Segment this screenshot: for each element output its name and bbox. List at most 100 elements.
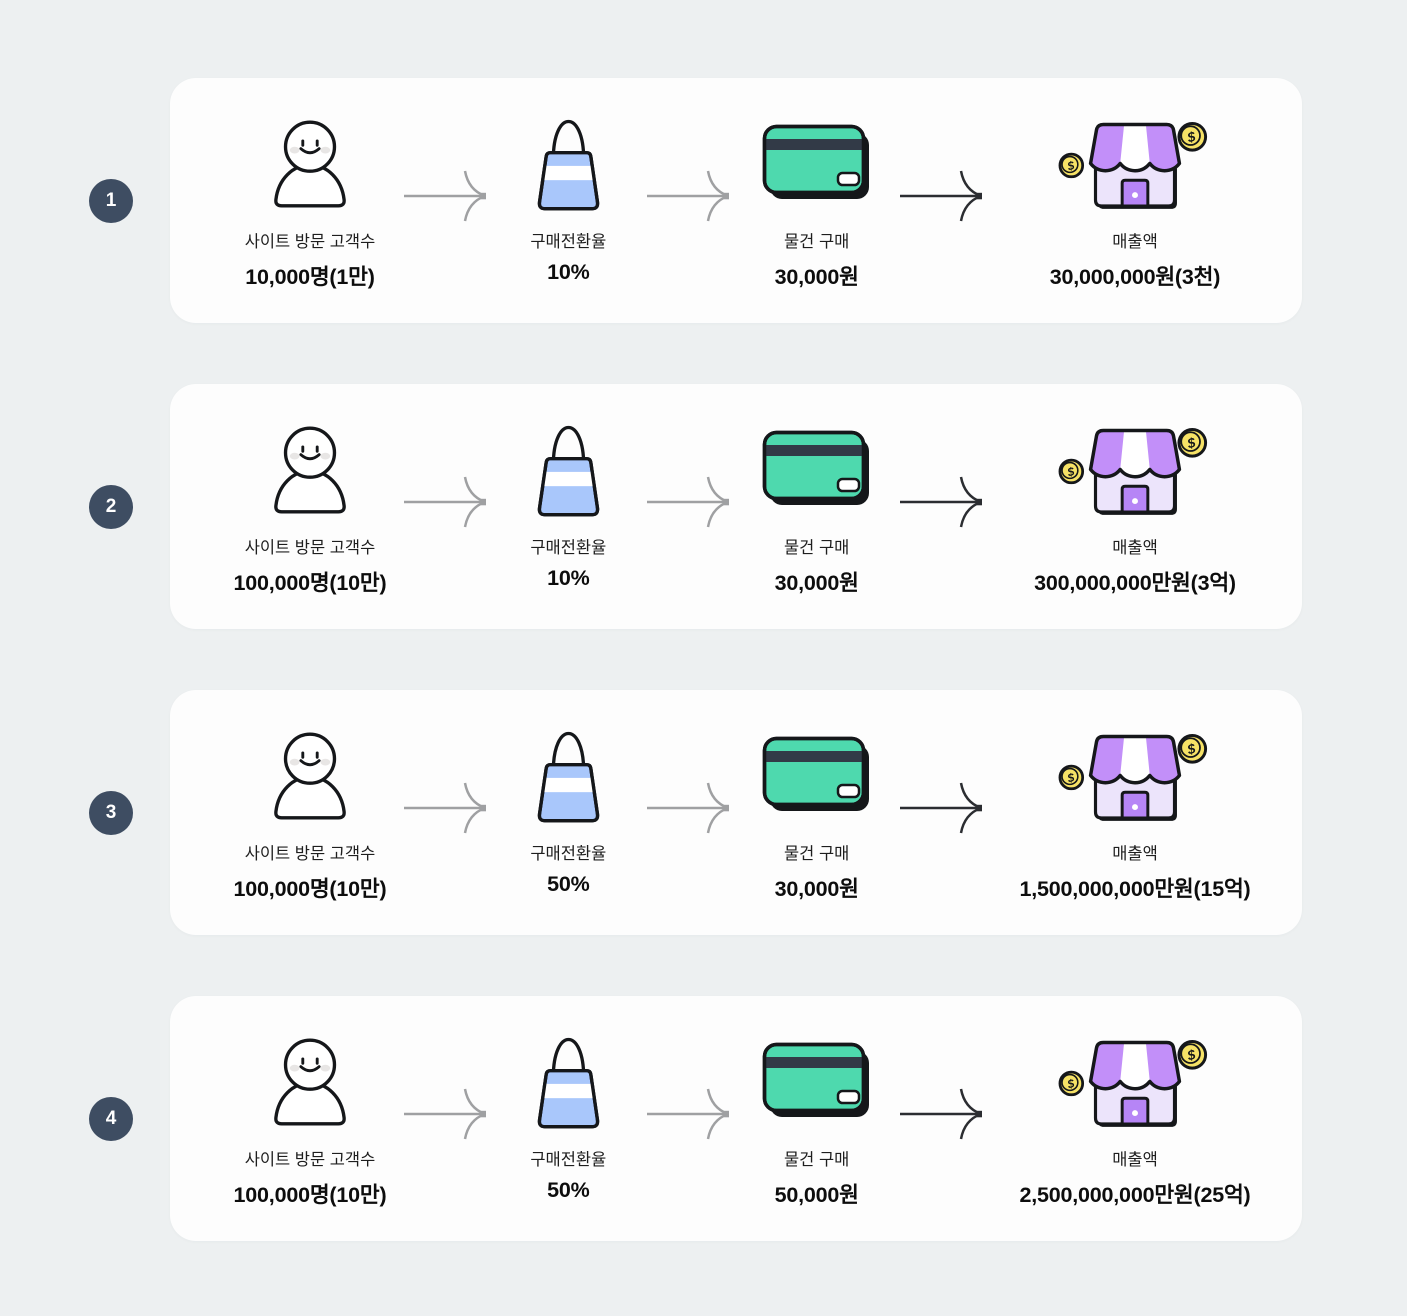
credit-card-icon	[761, 430, 873, 512]
step-label: 물건 구매	[784, 845, 850, 863]
funnel-row-3: 3 사이트 방문 고객수 100,000명(10만) 구매전환율 50%	[0, 690, 1407, 935]
step-item-purchase: 물건 구매 30,000원	[742, 724, 892, 903]
step-site-visitors: 사이트 방문 고객수 10,000명(1만)	[225, 112, 395, 291]
step-revenue: 매출액 2,500,000,000만원(25억)	[995, 1030, 1275, 1209]
step-label: 매출액	[1112, 845, 1158, 863]
step-label: 사이트 방문 고객수	[244, 233, 376, 251]
person-icon	[262, 728, 358, 824]
step-label: 사이트 방문 고객수	[244, 1151, 376, 1169]
credit-card-icon	[761, 124, 873, 206]
step-site-visitors: 사이트 방문 고객수 100,000명(10만)	[225, 1030, 395, 1209]
step-label: 구매전환율	[530, 233, 607, 251]
step-value: 30,000,000원(3천)	[1049, 265, 1221, 289]
step-value: 100,000명(10만)	[233, 1183, 387, 1207]
arrow-icon	[892, 1030, 995, 1144]
icon-box	[521, 418, 616, 518]
icon-box	[262, 724, 358, 824]
icon-box	[521, 112, 616, 212]
arrow-icon	[395, 418, 498, 532]
step-conversion-rate: 구매전환율 10%	[498, 418, 638, 591]
arrow-icon	[892, 112, 995, 226]
step-value: 50,000원	[774, 1183, 859, 1207]
row-number-badge: 4	[89, 1096, 133, 1141]
step-site-visitors: 사이트 방문 고객수 100,000명(10만)	[225, 418, 395, 597]
shopping-bag-icon	[521, 1034, 616, 1130]
step-label: 구매전환율	[530, 845, 607, 863]
person-icon	[262, 1034, 358, 1130]
step-label: 구매전환율	[530, 539, 607, 557]
icon-box	[761, 724, 873, 824]
step-value: 10%	[547, 260, 590, 284]
arrow-icon	[892, 724, 995, 838]
step-value: 30,000원	[774, 265, 859, 289]
person-icon	[262, 116, 358, 212]
step-value: 100,000명(10만)	[233, 571, 387, 595]
arrow-icon	[892, 418, 995, 532]
icon-box	[761, 112, 873, 212]
icon-box	[761, 1030, 873, 1130]
funnel-card: 사이트 방문 고객수 100,000명(10만) 구매전환율 50% 물	[170, 690, 1302, 935]
row-number-badge: 2	[89, 484, 133, 529]
icon-box	[1056, 418, 1214, 518]
step-value: 1,500,000,000만원(15억)	[1019, 877, 1251, 901]
step-conversion-rate: 구매전환율 50%	[498, 724, 638, 897]
arrow-icon	[395, 1030, 498, 1144]
shopping-bag-icon	[521, 116, 616, 212]
step-item-purchase: 물건 구매 30,000원	[742, 112, 892, 291]
funnel-row-4: 4 사이트 방문 고객수 100,000명(10만) 구매전환율 50%	[0, 996, 1407, 1241]
icon-box	[761, 418, 873, 518]
icon-box	[262, 1030, 358, 1130]
arrow-icon	[395, 724, 498, 838]
step-value: 50%	[547, 1178, 590, 1202]
funnel-card: 사이트 방문 고객수 100,000명(10만) 구매전환율 50% 물	[170, 996, 1302, 1241]
step-revenue: 매출액 1,500,000,000만원(15억)	[995, 724, 1275, 903]
icon-box	[521, 724, 616, 824]
store-icon	[1056, 1028, 1214, 1130]
icon-box	[521, 1030, 616, 1130]
step-conversion-rate: 구매전환율 10%	[498, 112, 638, 285]
icon-box	[1056, 724, 1214, 824]
badge-column: 3	[0, 790, 170, 835]
icon-box	[1056, 112, 1214, 212]
step-label: 매출액	[1112, 539, 1158, 557]
step-value: 50%	[547, 872, 590, 896]
funnel-comparison-page: 1 사이트 방문 고객수 10,000명(1만) 구매전환율 10%	[0, 78, 1407, 1241]
step-value: 10%	[547, 566, 590, 590]
funnel-card: 사이트 방문 고객수 100,000명(10만) 구매전환율 10% 물	[170, 384, 1302, 629]
step-value: 30,000원	[774, 571, 859, 595]
step-value: 300,000,000만원(3억)	[1034, 571, 1236, 595]
funnel-row-1: 1 사이트 방문 고객수 10,000명(1만) 구매전환율 10%	[0, 78, 1407, 323]
badge-column: 2	[0, 484, 170, 529]
step-value: 100,000명(10만)	[233, 877, 387, 901]
row-number-badge: 3	[89, 790, 133, 835]
step-label: 사이트 방문 고객수	[244, 845, 376, 863]
shopping-bag-icon	[521, 422, 616, 518]
icon-box	[262, 112, 358, 212]
arrow-icon	[638, 724, 741, 838]
step-value: 10,000명(1만)	[245, 265, 375, 289]
shopping-bag-icon	[521, 728, 616, 824]
store-icon	[1056, 416, 1214, 518]
step-label: 매출액	[1112, 233, 1158, 251]
credit-card-icon	[761, 736, 873, 818]
step-label: 사이트 방문 고객수	[244, 539, 376, 557]
arrow-icon	[395, 112, 498, 226]
step-conversion-rate: 구매전환율 50%	[498, 1030, 638, 1203]
badge-column: 1	[0, 178, 170, 223]
step-label: 물건 구매	[784, 539, 850, 557]
step-label: 물건 구매	[784, 233, 850, 251]
step-revenue: 매출액 30,000,000원(3천)	[995, 112, 1275, 291]
step-value: 2,500,000,000만원(25억)	[1019, 1183, 1251, 1207]
arrow-icon	[638, 112, 741, 226]
badge-column: 4	[0, 1096, 170, 1141]
step-revenue: 매출액 300,000,000만원(3억)	[995, 418, 1275, 597]
arrow-icon	[638, 1030, 741, 1144]
step-label: 매출액	[1112, 1151, 1158, 1169]
step-label: 물건 구매	[784, 1151, 850, 1169]
row-number-badge: 1	[89, 178, 133, 223]
icon-box	[1056, 1030, 1214, 1130]
step-label: 구매전환율	[530, 1151, 607, 1169]
store-icon	[1056, 110, 1214, 212]
arrow-icon	[638, 418, 741, 532]
step-item-purchase: 물건 구매 30,000원	[742, 418, 892, 597]
